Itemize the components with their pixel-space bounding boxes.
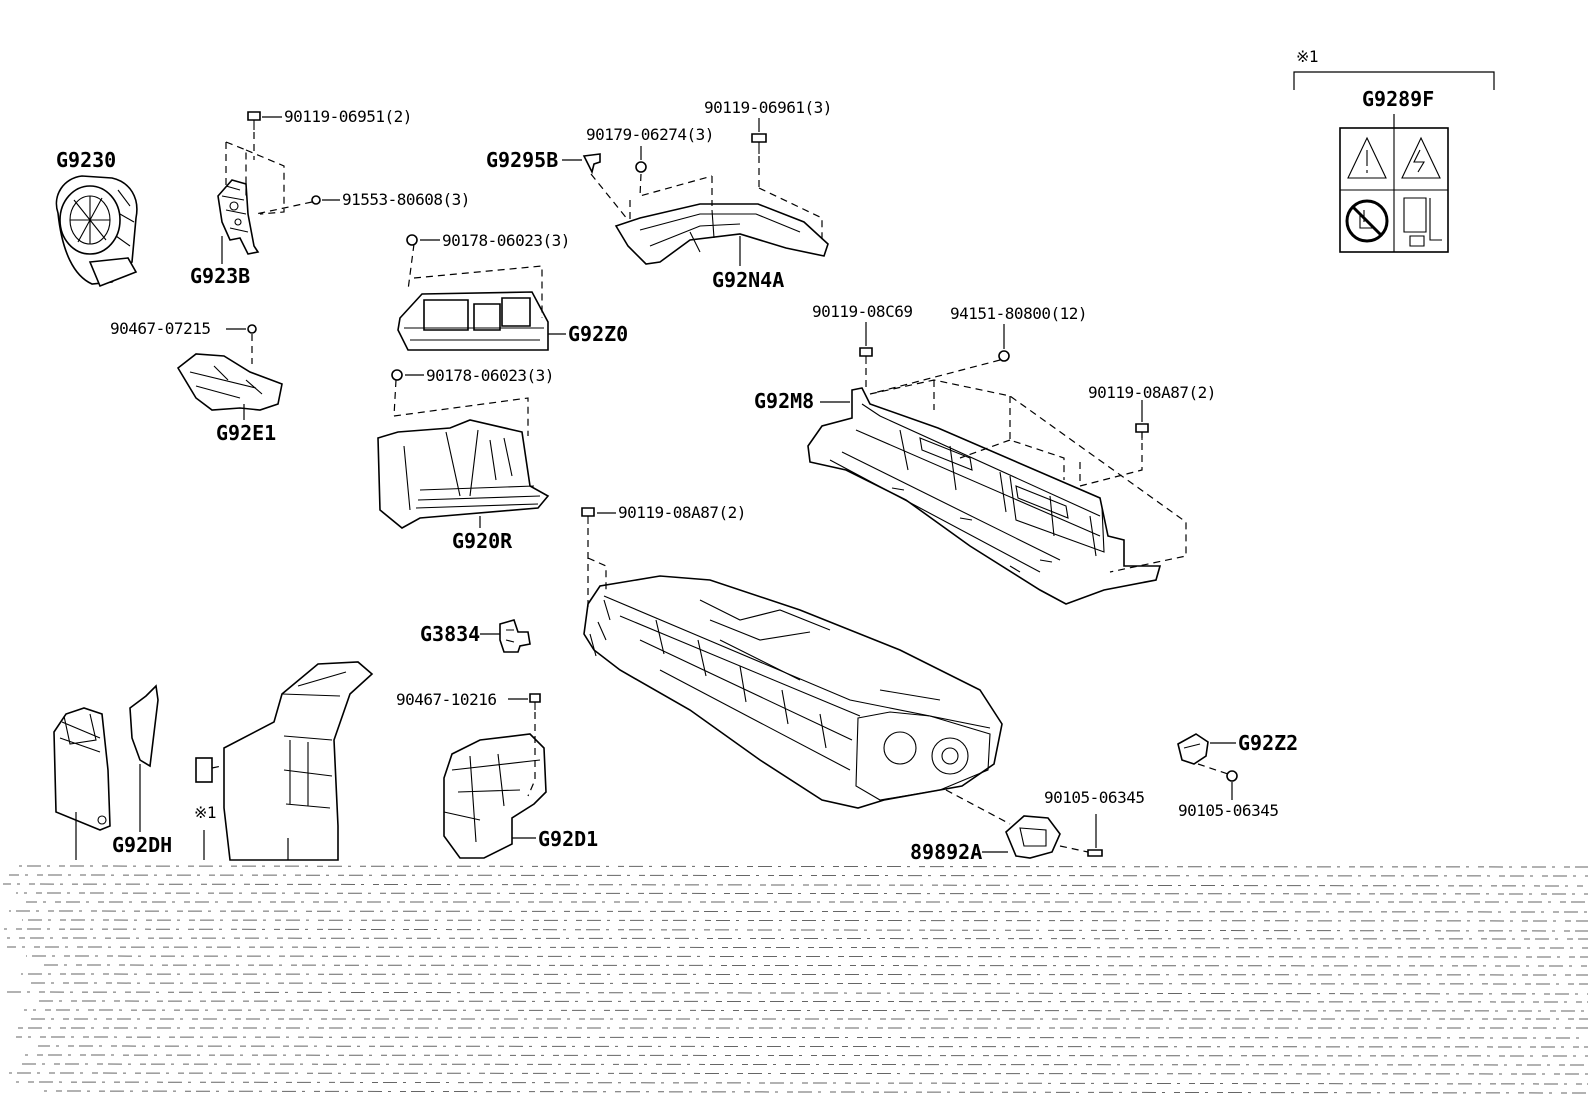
clip-g9295b-icon: [582, 153, 601, 175]
g92dh-pad-part[interactable]: [129, 684, 159, 768]
g92n4a-duct-part[interactable]: [614, 203, 829, 265]
g92m8-label[interactable]: G92M8: [754, 389, 814, 413]
scan-noise-line: [37, 1045, 1589, 1048]
small-caution-label-part: [195, 757, 213, 783]
nut-90178-06023-top-label[interactable]: 90178-06023(3): [442, 231, 570, 250]
scan-noise-line: [17, 1063, 1589, 1066]
g92d1-label[interactable]: G92D1: [538, 827, 598, 851]
scan-noise-line: [29, 982, 1589, 985]
scan-noise-line: [2, 991, 1589, 995]
screw-90467-10216-icon: [529, 693, 541, 710]
p89892a-label[interactable]: 89892A: [910, 840, 982, 864]
note-mark-bottom: ※1: [194, 803, 216, 822]
scan-noise-line: [38, 964, 1589, 967]
screw-90467-10216-label[interactable]: 90467-10216: [396, 690, 497, 709]
p89892a-sensor-part[interactable]: [1005, 815, 1061, 859]
g9230-blower-part[interactable]: [55, 175, 138, 288]
g3834-clip-part[interactable]: [499, 619, 531, 653]
scan-noise-line: [6, 946, 1589, 949]
g92z0-label[interactable]: G92Z0: [568, 322, 628, 346]
nut-94151-80800-label[interactable]: 94151-80800(12): [950, 304, 1088, 323]
scan-noise-line: [15, 1036, 1589, 1039]
scan-noise-line: [18, 1054, 1589, 1057]
scan-noise-line: [37, 1090, 1589, 1094]
bolt-90119-08a87-mid-label[interactable]: 90119-08A87(2): [618, 503, 746, 522]
g923b-bracket-part[interactable]: [217, 179, 260, 255]
g92d1-duct-part[interactable]: [443, 733, 547, 859]
scan-noise-line: [21, 919, 1589, 922]
nut-94151-80800-icon: [998, 350, 1010, 362]
nut-90179-06274-label[interactable]: 90179-06274(3): [586, 125, 714, 144]
g9230-label[interactable]: G9230: [56, 148, 116, 172]
bolt-91553-80608-label[interactable]: 91553-80608(3): [342, 190, 470, 209]
g92z2-bracket-part[interactable]: [1177, 733, 1209, 765]
g920r-label[interactable]: G920R: [452, 529, 513, 553]
scan-noise-line: [15, 892, 1589, 895]
screw-90467-07215-icon: [247, 324, 257, 334]
scan-noise-line: [9, 1081, 1589, 1085]
g92e1-label[interactable]: G92E1: [216, 421, 276, 445]
service-cover-panel-part[interactable]: [53, 707, 111, 831]
bolt-90105-06345-right-label[interactable]: 90105-06345: [1178, 801, 1279, 820]
g920r-tray-part[interactable]: [377, 419, 550, 529]
bolt-90119-08c69-label[interactable]: 90119-08C69: [812, 302, 913, 321]
scan-noise-line: [3, 937, 1589, 940]
bolt-90119-06951-label[interactable]: 90119-06951(2): [284, 107, 412, 126]
trim-panel-part[interactable]: [223, 661, 374, 861]
scan-noise-line: [8, 910, 1589, 913]
nut-90178-06023-bottom-icon: [391, 369, 403, 381]
nut-90179-06274-icon: [635, 161, 647, 173]
g9295b-label[interactable]: G9295B: [486, 148, 558, 172]
g3834-label[interactable]: G3834: [420, 622, 480, 646]
scan-noise-line: [25, 955, 1589, 958]
scan-noise-line: [34, 1000, 1589, 1003]
scan-noise-line: [1, 928, 1589, 932]
g92n4a-label[interactable]: G92N4A: [712, 268, 784, 292]
g92m8-frame-part[interactable]: [807, 387, 1162, 605]
scan-noise-line: [20, 973, 1589, 976]
hv-battery-assembly-part[interactable]: [583, 575, 1003, 809]
g92e1-bracket-part[interactable]: [176, 353, 283, 411]
bolt-91553-80608-icon: [311, 195, 321, 205]
bolt-90119-06951-icon: [247, 111, 261, 130]
bolt-90105-06345-left-icon: [1087, 849, 1103, 857]
scan-noise-line: [8, 1072, 1589, 1075]
bolt-90119-08a87-right-icon: [1135, 423, 1149, 440]
bolt-90119-06961-label[interactable]: 90119-06961(3): [704, 98, 832, 117]
bolt-90105-06345-left-label[interactable]: 90105-06345: [1044, 788, 1145, 807]
bolt-90105-06345-right-icon: [1226, 770, 1238, 782]
screw-90467-07215-label[interactable]: 90467-07215: [110, 319, 211, 338]
scan-noise-line: [18, 865, 1589, 868]
g923b-label[interactable]: G923B: [190, 264, 250, 288]
bolt-90119-08a87-mid-icon: [581, 507, 595, 524]
g92z0-relay-box-part[interactable]: [397, 291, 549, 351]
nut-90178-06023-top-icon: [406, 234, 418, 246]
scan-noise-line: [8, 874, 1589, 877]
scan-noise-area: [1, 865, 1589, 1094]
g9289f-caution-label-part[interactable]: [1339, 127, 1449, 253]
g92dh-label[interactable]: G92DH: [112, 833, 172, 857]
nut-90178-06023-bottom-label[interactable]: 90178-06023(3): [426, 366, 554, 385]
bolt-90119-08c69-icon: [859, 347, 873, 364]
scan-noise-line: [23, 1009, 1589, 1012]
bolt-90119-06961-icon: [751, 133, 767, 154]
g9289f-label[interactable]: G9289F: [1362, 87, 1434, 111]
note-mark-top: ※1: [1296, 47, 1318, 66]
scan-noise-line: [2, 883, 1589, 887]
bolt-90119-08a87-right-label[interactable]: 90119-08A87(2): [1088, 383, 1216, 402]
g92z2-label[interactable]: G92Z2: [1238, 731, 1298, 755]
